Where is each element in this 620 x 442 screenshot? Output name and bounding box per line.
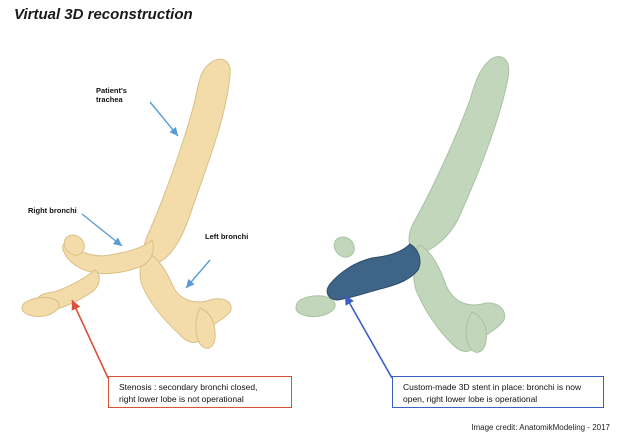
stent-model <box>295 56 510 353</box>
right-bronchi-arrow <box>81 213 123 247</box>
stented-lower-lobe-branch <box>465 311 487 353</box>
trachea-label: Patient's trachea <box>96 86 127 104</box>
secondary-bronchi <box>21 297 60 317</box>
right-main-stub <box>63 234 85 256</box>
page-title: Virtual 3D reconstruction <box>14 6 193 23</box>
patient-trachea-model <box>21 58 232 349</box>
left-lower-lobe-branch <box>195 307 216 349</box>
stenosis-callout-line2: right lower lobe is not operational <box>119 394 244 404</box>
stenosis-callout-line1: Stenosis : secondary bronchi closed, <box>119 382 258 392</box>
stenosis-callout-arrow <box>71 299 109 379</box>
stented-secondary-bronchi <box>295 295 336 317</box>
blue-3d-stent <box>326 243 421 301</box>
stent-callout-arrow <box>344 294 393 379</box>
stent-callout-line2: open, right lower lobe is operational <box>403 394 538 404</box>
left-bronchi-arrow <box>185 259 211 289</box>
stented-left-bronchus <box>412 244 506 352</box>
trachea-arrow <box>149 101 179 137</box>
right-bronchi-label: Right bronchi <box>28 206 77 215</box>
left-bronchus-branch <box>139 253 232 343</box>
right-bronchus-branch <box>62 239 154 275</box>
image-credit: Image credit: AnatomikModeling - 2017 <box>471 423 610 432</box>
stent-callout-line1: Custom-made 3D stent in place: bronchi i… <box>403 382 582 392</box>
stented-trachea-tube <box>408 56 510 256</box>
stent-callout: Custom-made 3D stent in place: bronchi i… <box>392 376 604 408</box>
left-bronchi-label: Left bronchi <box>205 232 249 241</box>
stented-right-stub <box>333 236 355 258</box>
trachea-label-line2: trachea <box>96 95 123 104</box>
trachea-label-line1: Patient's <box>96 86 127 95</box>
stenosis-callout: Stenosis : secondary bronchi closed, rig… <box>108 376 292 408</box>
